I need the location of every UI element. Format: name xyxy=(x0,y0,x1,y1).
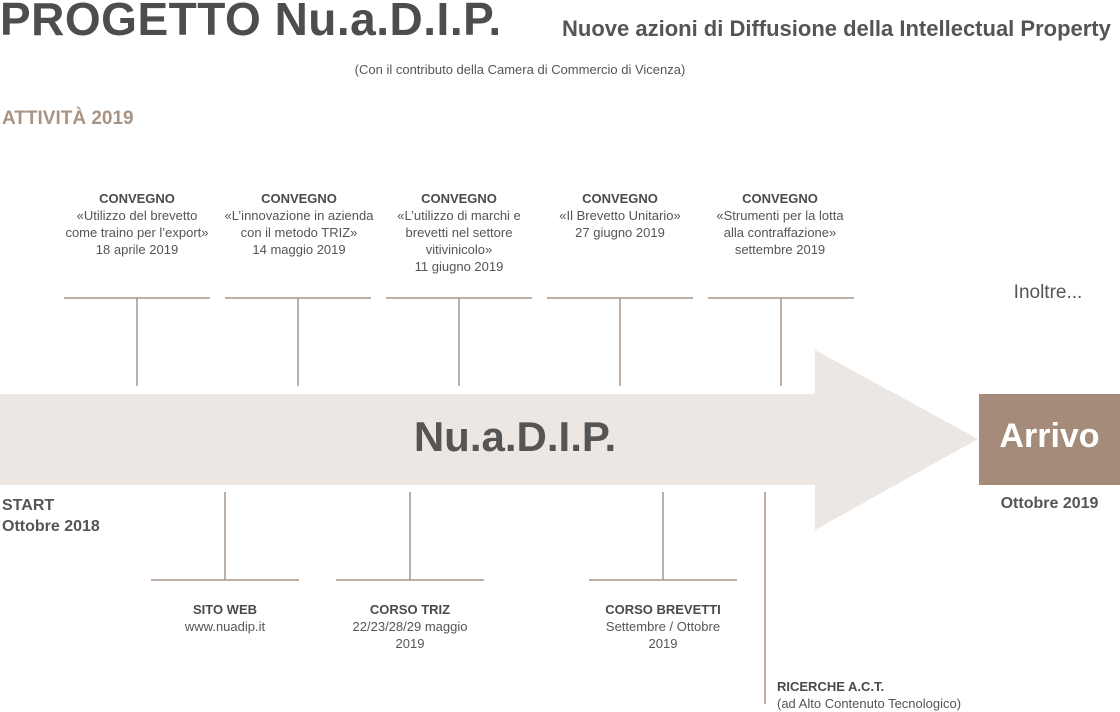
contribution-note: (Con il contributo della Camera di Comme… xyxy=(354,62,686,77)
start-date: Ottobre 2018 xyxy=(2,518,100,535)
bottom-event: SITO WEB www.nuadip.it xyxy=(145,601,305,635)
event-title: CONVEGNO xyxy=(582,191,658,206)
event-line: «Strumenti per la lotta xyxy=(716,208,844,223)
arrow-center-label: Nu.a.D.I.P. xyxy=(413,413,617,460)
top-event: CONVEGNO «Il Brevetto Unitario» 27 giugn… xyxy=(540,190,700,241)
event-line: 2019 xyxy=(395,636,425,651)
arrival-date: Ottobre 2019 xyxy=(1000,495,1099,512)
event-line: vitivinicolo» xyxy=(425,242,493,257)
arrival-box xyxy=(979,394,1120,485)
page-title: PROGETTO Nu.a.D.I.P. xyxy=(0,0,502,45)
event-line: www.nuadip.it xyxy=(184,619,266,634)
event-line: brevetti nel settore xyxy=(405,225,513,240)
event-date: 18 aprile 2019 xyxy=(95,242,179,257)
event-line: Settembre / Ottobre xyxy=(605,619,721,634)
top-event: CONVEGNO «Utilizzo del brevetto come tra… xyxy=(57,190,217,258)
start-block: START Ottobre 2018 xyxy=(2,495,100,537)
event-title: SITO WEB xyxy=(192,602,258,617)
connector-lines xyxy=(64,297,854,704)
event-title: CONVEGNO xyxy=(742,191,818,206)
event-line: 2019 xyxy=(648,636,678,651)
event-title: CORSO TRIZ xyxy=(369,602,451,617)
activity-year-heading: ATTIVITÀ 2019 xyxy=(2,108,134,129)
event-title: CONVEGNO xyxy=(99,191,175,206)
event-line: «Utilizzo del brevetto xyxy=(76,208,198,223)
event-line: 22/23/28/29 maggio xyxy=(352,619,468,634)
page-subtitle: Nuove azioni di Diffusione della Intelle… xyxy=(562,16,1111,41)
event-date: 11 giugno 2019 xyxy=(414,259,504,274)
event-line: «L’innovazione in azienda xyxy=(224,208,374,223)
event-date: 27 giugno 2019 xyxy=(575,225,665,240)
event-line: «Il Brevetto Unitario» xyxy=(559,208,681,223)
more-label: Inoltre... xyxy=(1013,282,1083,303)
event-title: CONVEGNO xyxy=(261,191,337,206)
event-date: settembre 2019 xyxy=(734,242,826,257)
research-block: RICERCHE A.C.T. (ad Alto Contenuto Tecno… xyxy=(777,678,961,712)
top-event: CONVEGNO «L’innovazione in azienda con i… xyxy=(218,190,380,258)
event-line: «L’utilizzo di marchi e xyxy=(397,208,521,223)
event-title: CORSO BREVETTI xyxy=(605,602,721,617)
event-line: come traino per l’export» xyxy=(65,225,209,240)
event-title: CONVEGNO xyxy=(421,191,497,206)
bottom-event: CORSO TRIZ 22/23/28/29 maggio 2019 xyxy=(330,601,490,652)
event-date: 14 maggio 2019 xyxy=(252,242,346,257)
bottom-event: CORSO BREVETTI Settembre / Ottobre 2019 xyxy=(583,601,743,652)
research-subtitle: (ad Alto Contenuto Tecnologico) xyxy=(777,696,962,711)
arrival-label: Arrivo xyxy=(999,417,1100,455)
top-event: CONVEGNO «L’utilizzo di marchi e brevett… xyxy=(379,190,539,275)
timeline-arrow xyxy=(0,350,978,530)
event-line: con il metodo TRIZ» xyxy=(240,225,358,240)
event-line: alla contraffazione» xyxy=(723,225,837,240)
research-title: RICERCHE A.C.T. xyxy=(777,679,885,694)
start-label: START xyxy=(2,497,55,514)
top-event: CONVEGNO «Strumenti per la lotta alla co… xyxy=(700,190,860,258)
